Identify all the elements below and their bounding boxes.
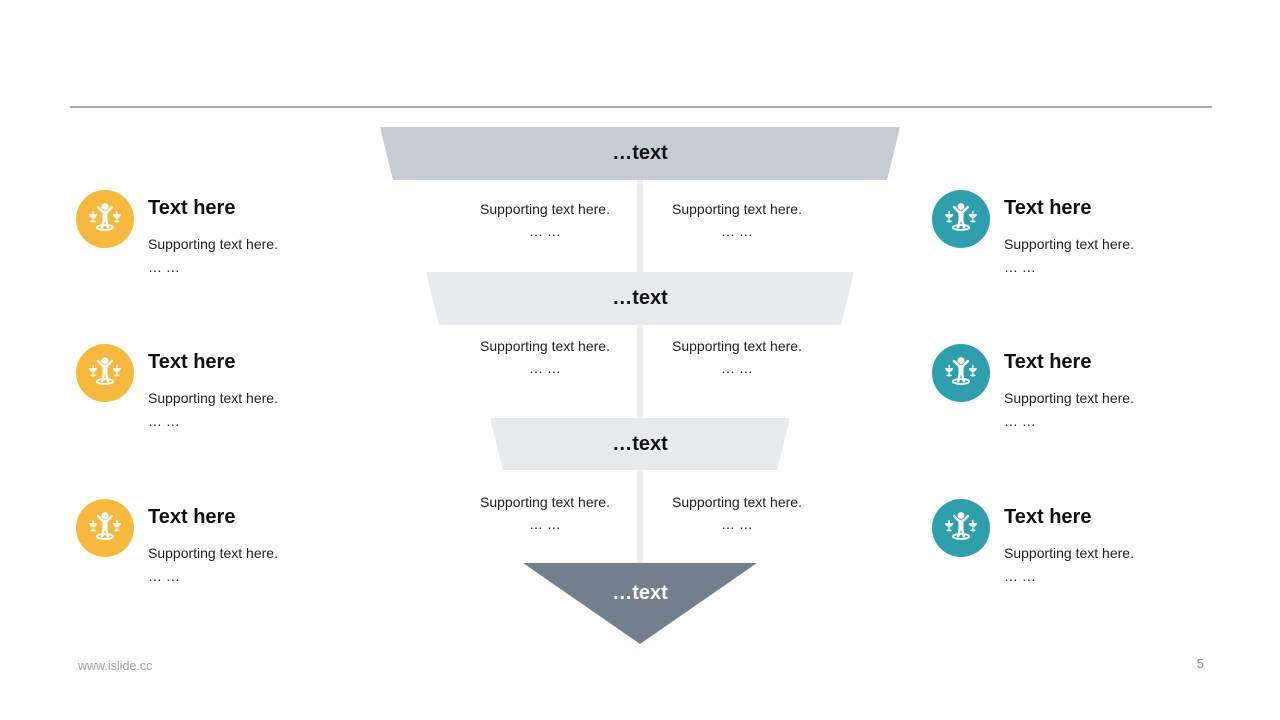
middle-note-row2-left: Supporting text here. … … (433, 336, 657, 379)
person-with-scales-glyph (89, 357, 121, 385)
side-item-text: Text here Supporting text here. … … (148, 499, 278, 583)
side-item-line2: … … (1004, 568, 1036, 584)
side-item-line2: … … (148, 568, 180, 584)
person-with-scales-icon (932, 499, 990, 557)
side-item-line1: Supporting text here. (148, 390, 278, 406)
side-item-title: Text here (1004, 506, 1092, 528)
middle-note-row1-right: Supporting text here. … … (625, 199, 849, 242)
side-item-right-1: Text here Supporting text here. … … (932, 190, 1212, 274)
note-line1: Supporting text here. (672, 338, 802, 354)
middle-note-row3-right: Supporting text here. … … (625, 492, 849, 535)
funnel-level-1: …text (380, 127, 900, 180)
side-item-text: Text here Supporting text here. … … (148, 344, 278, 428)
side-item-title: Text here (1004, 351, 1092, 373)
note-line2: … … (529, 360, 561, 376)
funnel-level-3-label: …text (612, 432, 668, 455)
side-item-left-2: Text here Supporting text here. … … (76, 344, 356, 428)
note-line1: Supporting text here. (480, 201, 610, 217)
side-item-left-1: Text here Supporting text here. … … (76, 190, 356, 274)
person-with-scales-glyph (945, 357, 977, 385)
person-with-scales-glyph (945, 203, 977, 231)
funnel-connector-line (637, 180, 643, 564)
person-with-scales-icon (76, 499, 134, 557)
funnel-apex-label: …text (612, 582, 668, 604)
funnel-level-3: …text (490, 418, 790, 470)
funnel-apex-triangle: …text (523, 563, 757, 644)
person-with-scales-glyph (89, 512, 121, 540)
footer-url: www.islide.cc (78, 659, 153, 673)
side-item-title: Text here (1004, 197, 1092, 219)
page-number: 5 (1196, 656, 1204, 671)
note-line2: … … (721, 516, 753, 532)
person-with-scales-icon (76, 344, 134, 402)
middle-note-row2-right: Supporting text here. … … (625, 336, 849, 379)
person-with-scales-glyph (89, 203, 121, 231)
note-line1: Supporting text here. (480, 494, 610, 510)
note-line2: … … (721, 223, 753, 239)
side-item-line2: … … (1004, 413, 1036, 429)
side-item-text: Text here Supporting text here. … … (1004, 499, 1134, 583)
side-item-line1: Supporting text here. (1004, 545, 1134, 561)
side-item-title: Text here (148, 197, 236, 219)
side-item-text: Text here Supporting text here. … … (1004, 344, 1134, 428)
middle-note-row3-left: Supporting text here. … … (433, 492, 657, 535)
side-item-title: Text here (148, 351, 236, 373)
person-with-scales-icon (932, 190, 990, 248)
funnel-level-2-label: …text (612, 287, 668, 309)
side-item-line1: Supporting text here. (1004, 390, 1134, 406)
funnel-level-2: …text (426, 272, 854, 325)
side-item-line2: … … (148, 259, 180, 275)
note-line2: … … (721, 360, 753, 376)
note-line2: … … (529, 223, 561, 239)
side-item-title: Text here (148, 506, 236, 528)
side-item-line1: Supporting text here. (148, 545, 278, 561)
side-item-line1: Supporting text here. (1004, 236, 1134, 252)
note-line1: Supporting text here. (672, 201, 802, 217)
side-item-right-3: Text here Supporting text here. … … (932, 499, 1212, 583)
side-item-line2: … … (148, 413, 180, 429)
middle-note-row1-left: Supporting text here. … … (433, 199, 657, 242)
side-item-right-2: Text here Supporting text here. … … (932, 344, 1212, 428)
side-item-text: Text here Supporting text here. … … (148, 190, 278, 274)
note-line2: … … (529, 516, 561, 532)
person-with-scales-icon (932, 344, 990, 402)
side-item-line1: Supporting text here. (148, 236, 278, 252)
note-line1: Supporting text here. (480, 338, 610, 354)
side-item-line2: … … (1004, 259, 1036, 275)
header-divider (70, 106, 1212, 108)
person-with-scales-icon (76, 190, 134, 248)
side-item-text: Text here Supporting text here. … … (1004, 190, 1134, 274)
person-with-scales-glyph (945, 512, 977, 540)
note-line1: Supporting text here. (672, 494, 802, 510)
side-item-left-3: Text here Supporting text here. … … (76, 499, 356, 583)
funnel-level-1-label: …text (612, 142, 668, 164)
